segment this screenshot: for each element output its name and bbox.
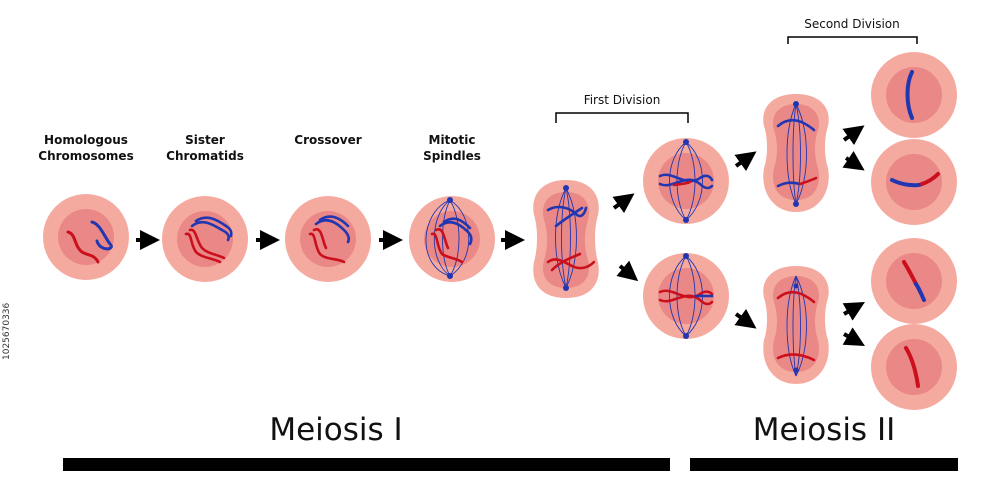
cell-first-division-top bbox=[643, 138, 729, 224]
cell-final-4 bbox=[871, 324, 957, 410]
cell-sister-chromatids bbox=[162, 196, 248, 282]
arrow-6 bbox=[616, 260, 639, 282]
label-crossover: Crossover bbox=[294, 133, 362, 147]
second-division-bracket bbox=[787, 36, 918, 44]
cell-crossover bbox=[285, 196, 371, 282]
arrow-10 bbox=[842, 151, 865, 171]
phase-meiosis-1: Meiosis I bbox=[269, 412, 403, 448]
cell-final-3 bbox=[871, 238, 957, 324]
label-second-division: Second Division bbox=[804, 17, 900, 31]
cell-final-2 bbox=[871, 139, 957, 225]
arrow-9 bbox=[842, 125, 865, 146]
arrow-5 bbox=[612, 193, 635, 214]
label-homologous-chromosomes: Homologous Chromosomes bbox=[38, 133, 134, 163]
arrow-8 bbox=[734, 308, 757, 329]
meiosis-1-bar bbox=[63, 458, 670, 471]
cell-second-dividing-top bbox=[763, 94, 829, 212]
first-division-bracket bbox=[555, 112, 689, 123]
label-first-division: First Division bbox=[583, 93, 661, 107]
arrows bbox=[136, 125, 865, 346]
cell-homologous bbox=[43, 194, 129, 280]
cell-mitotic-spindles bbox=[409, 196, 495, 282]
phase-meiosis-2: Meiosis II bbox=[752, 412, 896, 448]
cell-final-1 bbox=[871, 52, 957, 138]
arrow-12 bbox=[842, 327, 865, 346]
cell-second-dividing-bottom bbox=[763, 266, 829, 384]
cell-first-division-bottom bbox=[643, 253, 729, 339]
label-sister-chromatids: Sister Chromatids bbox=[166, 133, 244, 163]
label-mitotic-spindles: Mitotic Spindles bbox=[423, 133, 481, 163]
meiosis-2-bar bbox=[690, 458, 958, 471]
arrow-7 bbox=[734, 151, 757, 172]
arrow-11 bbox=[842, 302, 865, 321]
cell-first-dividing bbox=[533, 180, 599, 298]
